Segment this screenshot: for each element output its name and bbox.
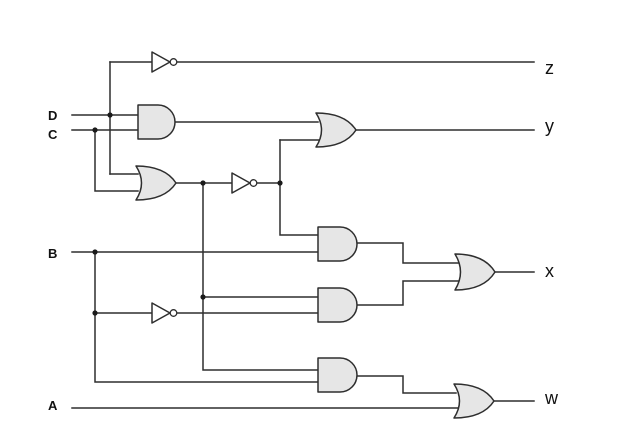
or-gate-w	[453, 383, 495, 419]
junction-dot	[200, 294, 206, 300]
or-gate-y	[315, 112, 357, 148]
junction-dot	[92, 249, 98, 255]
input-a-label: A	[48, 398, 58, 413]
output-y-label: y	[545, 116, 554, 136]
junction-dot	[277, 180, 283, 186]
junction-dot	[92, 127, 98, 133]
wire-not-mid-trunk	[279, 139, 319, 236]
output-w-label: w	[544, 388, 559, 408]
wire-c-branch	[94, 129, 139, 192]
wire-and-x1-out	[356, 242, 459, 264]
wire-or-dc-trunk	[202, 182, 319, 371]
input-d-label: D	[48, 108, 57, 123]
junctions	[92, 112, 283, 316]
and-gate-x2	[317, 287, 358, 323]
and-gate-x1	[317, 226, 358, 262]
input-c-label: C	[48, 127, 58, 142]
or-gate-dc	[135, 165, 177, 201]
not-gate-mid	[231, 172, 258, 194]
junction-dot	[92, 310, 98, 316]
junction-dot	[200, 180, 206, 186]
or-gate-x	[454, 253, 496, 291]
and-gate-w	[317, 357, 358, 393]
junction-dot	[107, 112, 113, 118]
output-z-label: z	[545, 58, 554, 78]
not-gate-top	[151, 51, 178, 73]
wire-and-w-out	[356, 375, 457, 394]
wire-and-x2-out	[356, 280, 459, 306]
output-x-label: x	[545, 261, 554, 281]
wire-b-trunk	[94, 251, 319, 383]
input-b-label: B	[48, 246, 57, 261]
not-gate-b	[151, 302, 178, 324]
and-gate-dc	[137, 104, 176, 140]
wires	[71, 61, 535, 409]
